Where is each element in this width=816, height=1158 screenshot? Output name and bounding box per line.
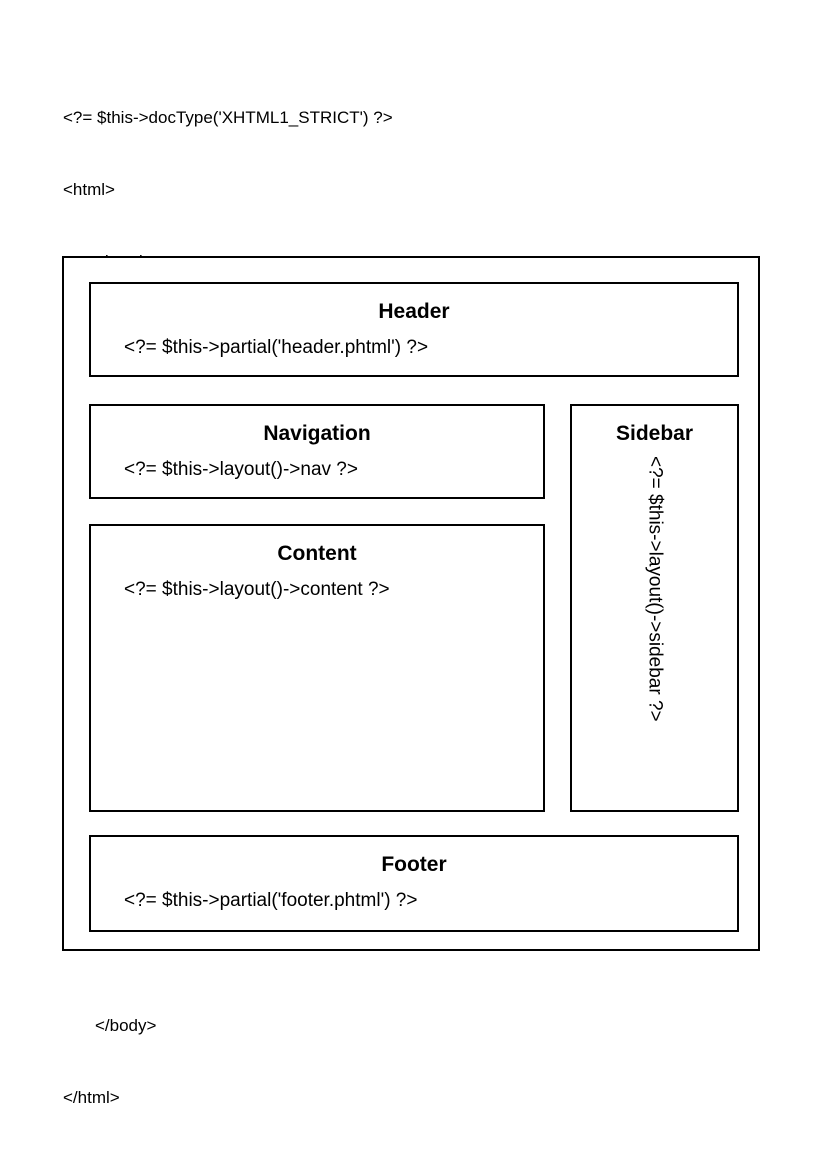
content-title: Content [277, 542, 357, 565]
bottom-code-block: </body> </html> [63, 966, 156, 1158]
navigation-box: Navigation <?= $this->layout()->nav ?> [89, 404, 545, 499]
footer-code: <?= $this->partial('footer.phtml') ?> [124, 890, 418, 911]
body-frame: Header <?= $this->partial('header.phtml'… [62, 256, 760, 951]
navigation-title: Navigation [263, 422, 371, 445]
header-box: Header <?= $this->partial('header.phtml'… [89, 282, 739, 377]
header-code: <?= $this->partial('header.phtml') ?> [124, 337, 429, 358]
footer-box: Footer <?= $this->partial('footer.phtml'… [89, 835, 739, 932]
content-code: <?= $this->layout()->content ?> [124, 579, 390, 600]
header-title: Header [378, 300, 450, 323]
code-line: </html> [63, 1088, 120, 1107]
sidebar-box: Sidebar <?= $this->layout()->sidebar ?> [570, 404, 739, 812]
code-line: </body> [95, 1016, 157, 1035]
sidebar-title: Sidebar [615, 422, 694, 445]
content-box: Content <?= $this->layout()->content ?> [89, 524, 545, 812]
sidebar-code-vertical: <?= $this->layout()->sidebar ?> [644, 456, 666, 722]
code-line: <?= $this->docType('XHTML1_STRICT') ?> [63, 108, 393, 127]
footer-title: Footer [381, 853, 447, 876]
code-line: <html> [63, 180, 115, 199]
navigation-code: <?= $this->layout()->nav ?> [124, 459, 358, 480]
